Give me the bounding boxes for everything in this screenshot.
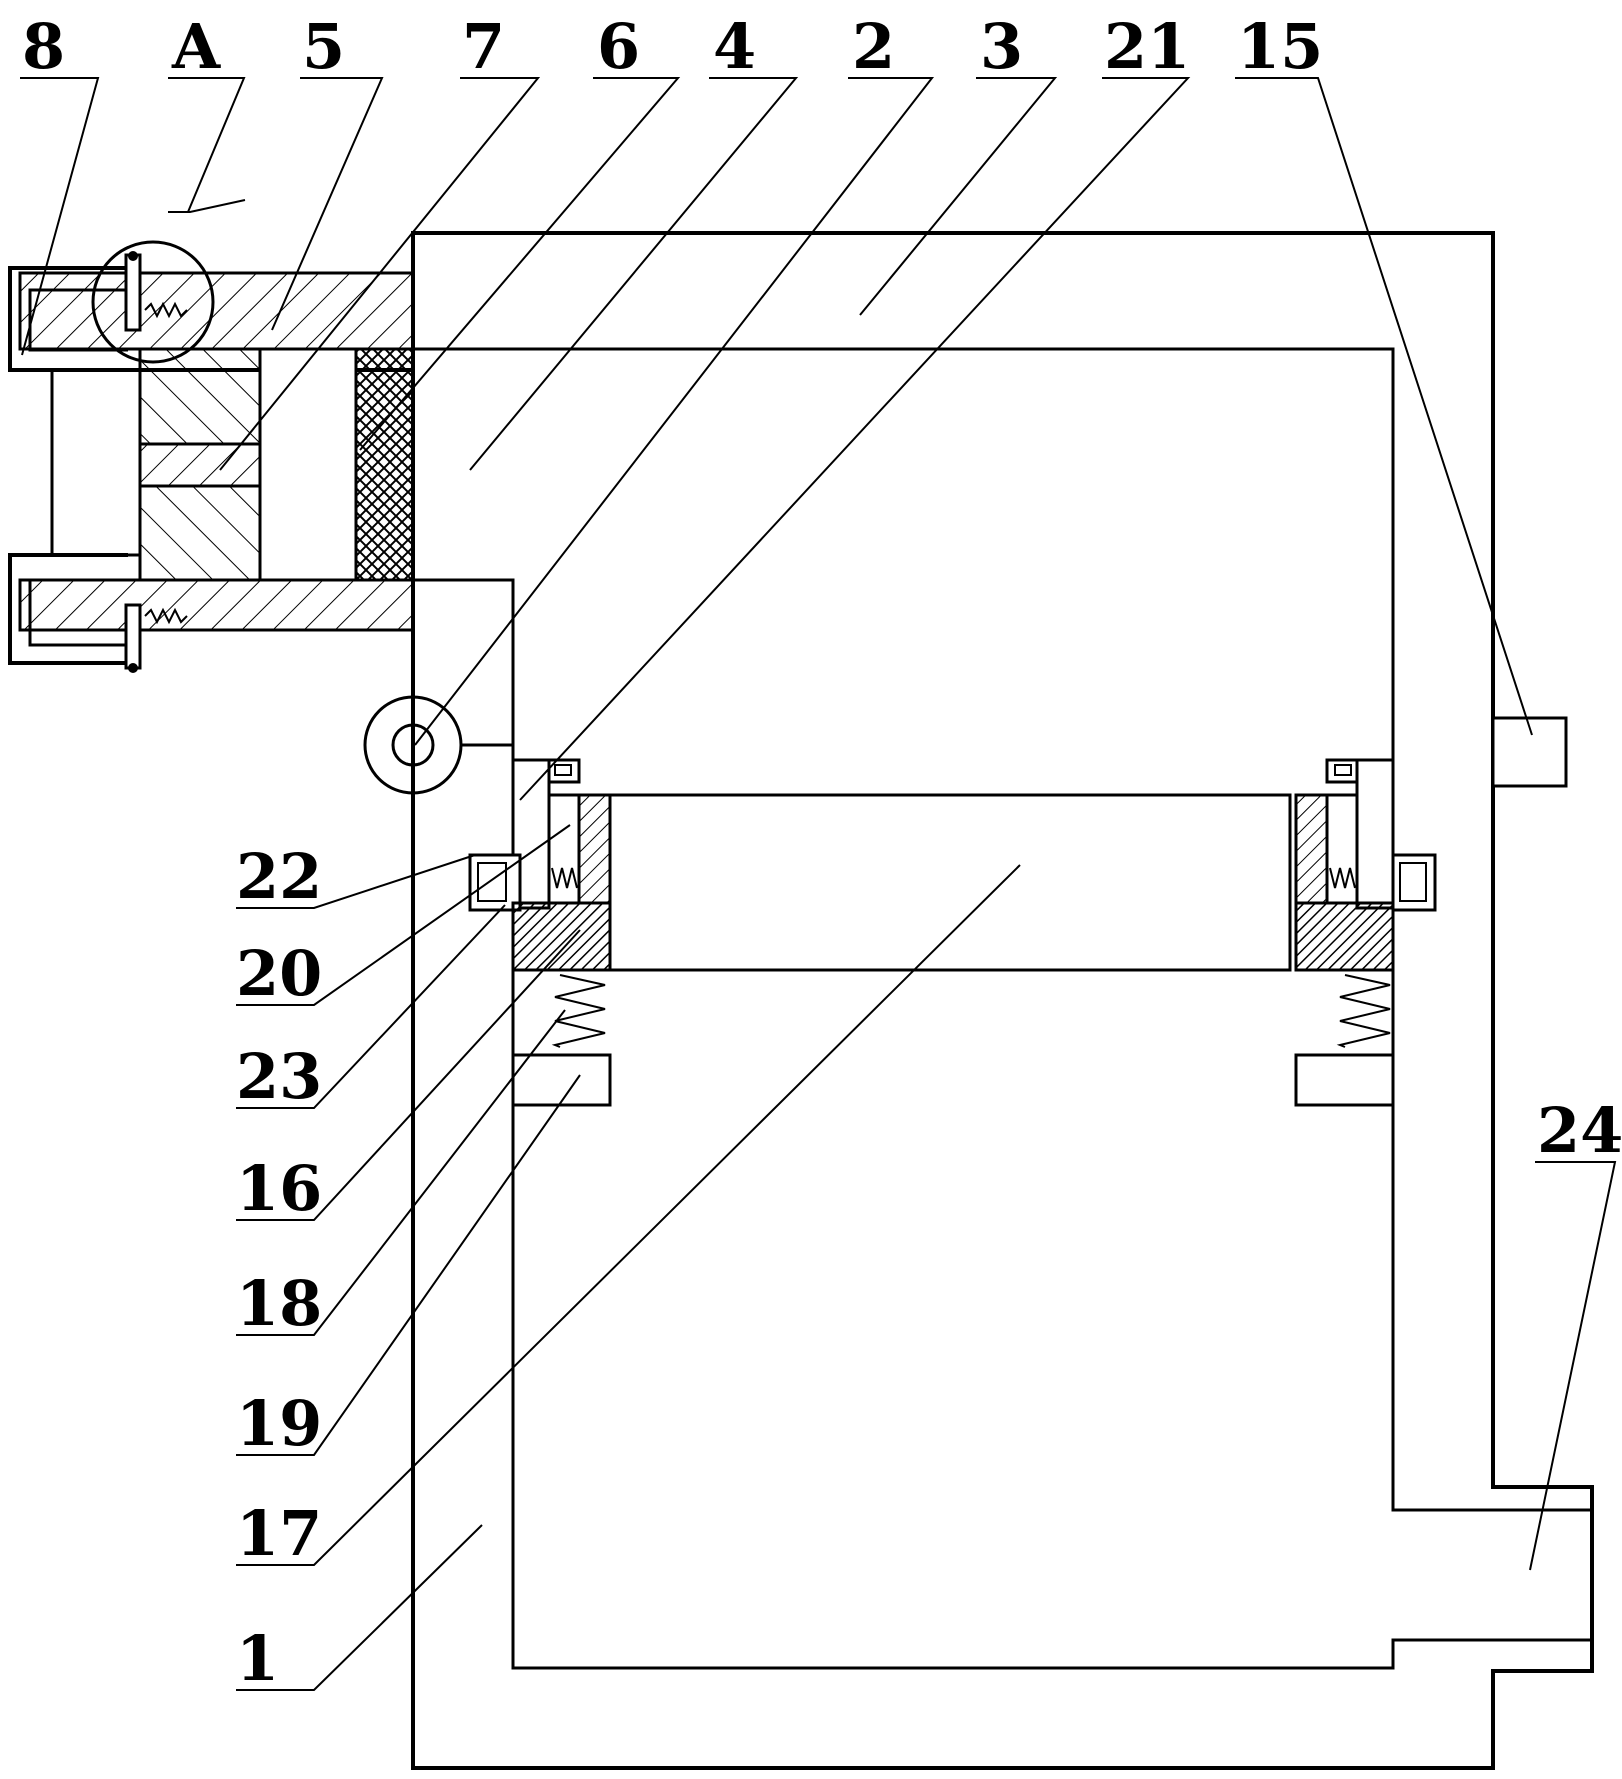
left-cap-inner — [554, 764, 572, 776]
upper-pin — [124, 253, 142, 332]
label-23: 23 — [236, 1040, 322, 1113]
upper-pin-head — [128, 251, 138, 261]
inner-chamber-outline — [413, 347, 1592, 1670]
right-slider-inner — [1399, 862, 1427, 902]
label-3: 3 — [980, 10, 1023, 83]
clamp-block-upper — [138, 347, 262, 446]
right-guide-cap — [1325, 758, 1359, 784]
right-seal — [1294, 901, 1395, 972]
clamp-pad-6 — [354, 347, 415, 582]
right-support — [1294, 1053, 1395, 1107]
right-cap-inner — [1334, 764, 1352, 776]
lower-c-bracket-inner — [28, 578, 128, 647]
label-1: 1 — [236, 1622, 279, 1695]
label-21: 21 — [1104, 10, 1190, 83]
left-support-19 — [511, 1053, 612, 1107]
upper-spring — [144, 301, 188, 319]
clamp-spacer-7 — [138, 442, 262, 488]
lower-clamp-plate — [18, 578, 415, 632]
label-15: 15 — [1237, 10, 1323, 83]
detail-circle-A — [91, 240, 215, 364]
label-20: 20 — [236, 937, 322, 1010]
housing-outer-outline — [411, 231, 1594, 1770]
label-5: 5 — [302, 10, 345, 83]
label-2: 2 — [852, 10, 895, 83]
clamp-block-lower — [138, 484, 262, 582]
label-6: 6 — [597, 10, 640, 83]
left-seal-23 — [511, 901, 612, 972]
left-slider-inner — [477, 862, 507, 902]
leader-lines — [20, 77, 1617, 1691]
upper-c-bracket-inner — [28, 288, 128, 352]
lower-spring — [144, 607, 188, 625]
upper-clamp-plate — [18, 271, 415, 351]
label-7: 7 — [462, 10, 505, 83]
left-spring-small — [551, 867, 578, 889]
right-guide-rail — [1355, 758, 1395, 910]
label-17: 17 — [236, 1497, 322, 1570]
label-8: 8 — [22, 10, 65, 83]
lower-pin — [124, 603, 142, 670]
left-stop-20 — [547, 793, 581, 905]
right-spring-small — [1329, 867, 1356, 889]
clamp-gap — [258, 347, 358, 582]
piston-body-17 — [608, 793, 1292, 972]
right-hatched-column — [1294, 793, 1329, 905]
label-22: 22 — [236, 840, 322, 913]
knob-inner — [391, 723, 435, 767]
label-A: A — [171, 10, 221, 83]
label-18: 18 — [236, 1267, 322, 1340]
right-spring — [1336, 974, 1391, 1048]
label-24: 24 — [1537, 1094, 1622, 1167]
left-hatched-column — [577, 793, 612, 905]
right-stop — [1325, 793, 1359, 905]
lower-pin-head — [128, 663, 138, 673]
left-spring-18 — [551, 974, 606, 1048]
label-19: 19 — [236, 1387, 322, 1460]
label-4: 4 — [713, 10, 756, 83]
label-16: 16 — [236, 1152, 322, 1225]
